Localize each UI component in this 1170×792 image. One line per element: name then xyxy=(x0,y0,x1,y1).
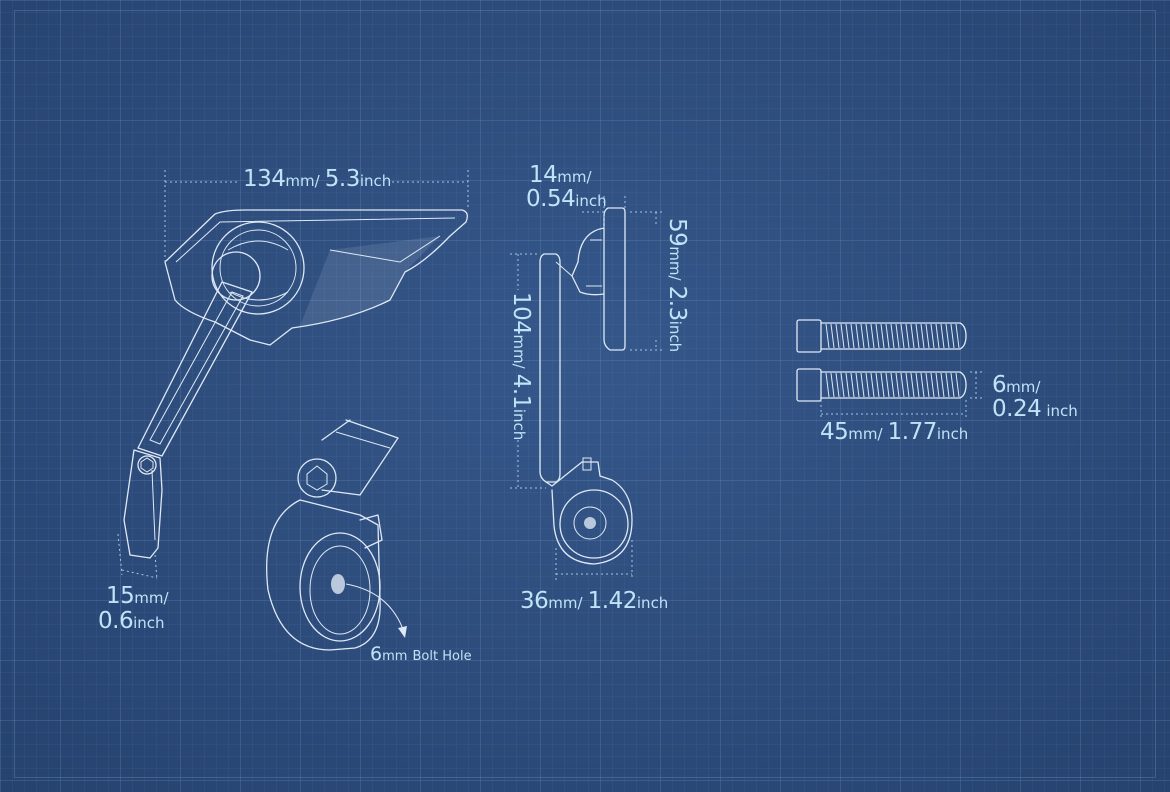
dim-separator: / xyxy=(510,363,528,369)
dim-value-inch: 2.3 xyxy=(664,285,690,321)
dim-value-inch: 0.54 xyxy=(526,186,576,212)
dim-unit-mm: mm xyxy=(285,172,315,190)
dim-value-inch: 0.6 xyxy=(98,608,134,634)
dim-thickness-inch: 0.54inch xyxy=(526,188,607,211)
dim-separator: / xyxy=(163,589,169,607)
dim-separator: / xyxy=(314,172,320,190)
dim-separator: / xyxy=(877,425,883,443)
dim-mirror-height: 59mm/ 2.3inch xyxy=(664,218,690,353)
dim-clamp-width-inch: 0.6inch xyxy=(98,610,165,633)
dim-thickness-mm: 14mm/ xyxy=(529,164,592,187)
dim-value-inch: 1.42 xyxy=(587,588,638,614)
dim-value-mm: 45 xyxy=(820,419,849,445)
dim-value-mm: 36 xyxy=(520,588,549,614)
dim-unit-inch: inch xyxy=(666,320,684,353)
mirror-side-view xyxy=(539,207,633,565)
bolt-hole-size: 6 xyxy=(370,643,383,665)
dim-unit-inch: inch xyxy=(510,408,528,441)
dim-value-mm: 59 xyxy=(664,218,690,247)
dim-value-inch: 1.77 xyxy=(887,419,938,445)
dim-separator: / xyxy=(1035,378,1041,396)
dim-unit-inch: inch xyxy=(133,614,165,632)
dim-unit-inch: inch xyxy=(1046,402,1078,420)
clamp-detail-view xyxy=(266,419,407,651)
dim-separator: / xyxy=(577,594,583,612)
dim-unit-mm: mm xyxy=(1006,378,1036,396)
dim-unit-mm: mm xyxy=(557,168,587,186)
bolt-bottom xyxy=(796,368,967,402)
dim-unit-inch: inch xyxy=(936,425,969,443)
dim-separator: / xyxy=(586,168,592,186)
dim-unit-mm: mm xyxy=(134,589,164,607)
dim-arm-length: 104mm/ 4.1inch xyxy=(508,292,534,441)
dim-clamp-diameter: 36mm/ 1.42inch xyxy=(520,590,668,613)
dim-value-mm: 14 xyxy=(529,162,558,188)
bolt-hole-label: 6mm Bolt Hole xyxy=(370,645,472,664)
dim-bolt-diameter-mm: 6mm/ xyxy=(992,374,1040,397)
dim-clamp-width-mm: 15mm/ xyxy=(106,585,169,608)
bolt-hole-text: Bolt Hole xyxy=(412,649,472,664)
dim-unit-mm: mm xyxy=(666,246,684,276)
dim-value-mm: 6 xyxy=(992,372,1007,398)
dim-value-inch: 4.1 xyxy=(508,373,534,409)
dim-value-inch: 0.24 xyxy=(992,396,1042,422)
dim-unit-inch: inch xyxy=(575,192,607,210)
bolt-hole-unit: mm xyxy=(382,649,408,664)
dim-unit-mm: mm xyxy=(848,425,878,443)
dim-value-mm: 134 xyxy=(243,166,286,192)
dim-mirror-width: 134mm/ 5.3inch xyxy=(243,168,391,191)
blueprint-frame xyxy=(14,10,1156,778)
bolt-top xyxy=(796,319,967,353)
dim-unit-inch: inch xyxy=(636,594,669,612)
dim-unit-inch: inch xyxy=(359,172,392,190)
dim-bolt-diameter-inch: 0.24 inch xyxy=(992,398,1078,421)
dim-value-mm: 15 xyxy=(106,583,135,609)
dim-unit-mm: mm xyxy=(510,334,528,364)
dim-bolt-length: 45mm/ 1.77inch xyxy=(820,421,968,444)
mirror-front-view xyxy=(123,209,468,559)
dimension-lines xyxy=(117,170,982,581)
dim-value-mm: 104 xyxy=(508,292,534,335)
dim-value-inch: 5.3 xyxy=(324,166,361,192)
dim-unit-mm: mm xyxy=(548,594,578,612)
dim-separator: / xyxy=(666,275,684,281)
